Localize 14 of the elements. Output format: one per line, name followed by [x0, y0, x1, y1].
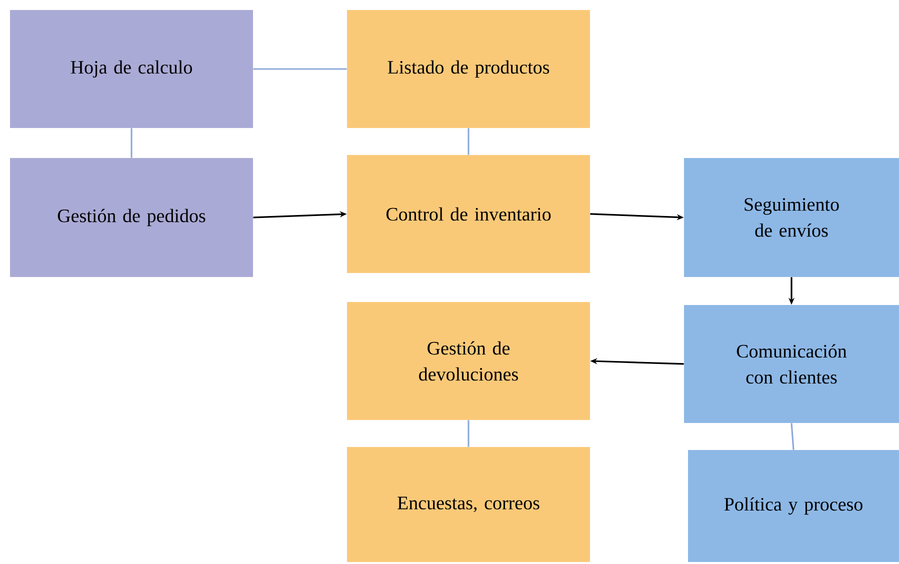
- process-box: Encuestas, correos: [347, 446, 590, 562]
- process-box: Comunicación con clientes: [684, 305, 899, 423]
- connector-line: [790, 423, 794, 450]
- connector-line: [253, 68, 347, 70]
- connector-line: [130, 128, 132, 158]
- connector-line: [468, 128, 470, 155]
- process-box: Hoja de calculo: [10, 10, 253, 128]
- process-box: Gestión de pedidos: [10, 158, 253, 277]
- process-box: Control de inventario: [347, 155, 590, 273]
- process-box: Política y proceso: [688, 450, 899, 562]
- process-box: Gestión de devoluciones: [347, 302, 590, 420]
- connector-line: [468, 420, 470, 447]
- process-box: Seguimiento de envíos: [684, 158, 899, 277]
- process-box: Listado de productos: [347, 10, 590, 128]
